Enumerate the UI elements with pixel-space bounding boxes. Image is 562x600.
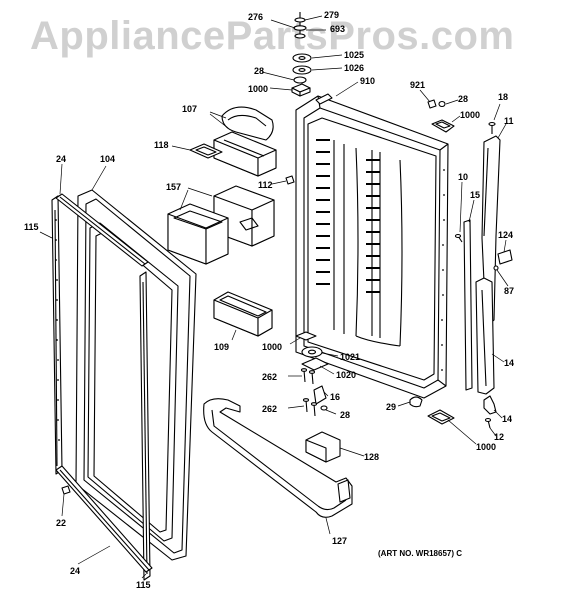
label-24-bottom: 24 — [70, 566, 81, 576]
label-124: 124 — [498, 230, 514, 240]
label-128: 128 — [364, 452, 380, 462]
part-1000-lower-right — [427, 409, 477, 445]
part-87 — [493, 265, 509, 287]
dairy-compartment-107 — [213, 131, 277, 177]
dairy-door-107 — [209, 106, 274, 141]
strip-dots-left — [55, 219, 60, 441]
screw-12 — [484, 417, 497, 437]
label-18: 18 — [498, 92, 509, 102]
label-1020: 1020 — [336, 370, 357, 380]
part-22 — [61, 485, 71, 495]
part-921 — [419, 89, 437, 109]
hinge-bushing-1000 — [291, 83, 311, 97]
label-276: 276 — [248, 12, 264, 22]
door-shelf-127 — [203, 398, 353, 535]
left-leader-lines — [39, 163, 147, 579]
part-118 — [171, 143, 223, 159]
strip-15 — [463, 199, 475, 391]
label-14-b: 14 — [502, 414, 513, 424]
part-1000-top-right — [431, 115, 461, 133]
label-11: 11 — [504, 116, 514, 126]
label-1021: 1021 — [340, 352, 361, 362]
label-112: 112 — [258, 180, 273, 190]
hinge-bracket-11 — [481, 123, 507, 327]
label-921: 921 — [410, 80, 426, 90]
label-107: 107 — [182, 104, 198, 114]
label-28-top-right: 28 — [458, 94, 469, 104]
label-1000-lower: 1000 — [262, 342, 283, 352]
hinge-washer-1026 — [292, 65, 312, 75]
label-910: 910 — [360, 76, 376, 86]
label-14-a: 14 — [504, 358, 515, 368]
label-28-top: 28 — [254, 66, 265, 76]
label-118: 118 — [154, 140, 169, 150]
part-124 — [497, 239, 513, 265]
art-number-note: (ART NO. WR18657) C — [378, 549, 463, 558]
label-28-lower: 28 — [340, 410, 351, 420]
label-22: 22 — [56, 518, 67, 528]
hinge-cap-28 — [293, 76, 307, 84]
label-157: 157 — [166, 182, 182, 192]
hinge-washer-1025 — [292, 53, 312, 63]
screws-262-a — [288, 368, 316, 385]
label-109: 109 — [214, 342, 230, 352]
bin-109 — [213, 291, 273, 341]
label-1000-lower-right: 1000 — [476, 442, 497, 452]
cap-28-lower — [320, 405, 337, 415]
bracket-14 — [475, 277, 505, 395]
part-28-top-right — [438, 99, 459, 108]
label-1025: 1025 — [344, 50, 365, 60]
screws-262-b — [287, 398, 318, 417]
label-262-b: 262 — [262, 404, 278, 414]
label-693: 693 — [330, 24, 346, 34]
label-127: 127 — [332, 536, 348, 546]
liner-edge-dots — [441, 169, 445, 371]
label-1000-top: 1000 — [248, 84, 269, 94]
label-15: 15 — [470, 190, 481, 200]
screw-10 — [454, 181, 463, 243]
door-strip-24-top — [55, 193, 149, 267]
part-1021 — [301, 346, 339, 358]
hinge-pin-276 — [293, 12, 307, 39]
part-1000-lower-left — [289, 331, 317, 345]
part-29 — [397, 396, 423, 408]
bracket-14-lower — [483, 395, 503, 419]
door-strip-115-right — [139, 271, 151, 581]
part-112 — [271, 175, 295, 185]
label-115-top: 115 — [24, 222, 39, 232]
label-29: 29 — [386, 402, 397, 412]
watermark: AppliancePartsPros.com — [30, 14, 515, 58]
door-liner-910 — [295, 93, 449, 399]
liner-rail-ticks-left — [316, 139, 330, 285]
door-strip-115-left — [51, 195, 63, 475]
label-104: 104 — [100, 154, 116, 164]
bin-157-front — [167, 203, 229, 265]
label-16: 16 — [330, 392, 341, 402]
label-115-bottom: 115 — [136, 580, 151, 590]
label-12: 12 — [494, 432, 505, 442]
bin-157-leader — [179, 187, 213, 211]
part-128 — [305, 431, 365, 463]
label-262-a: 262 — [262, 372, 278, 382]
label-279: 279 — [324, 10, 340, 20]
label-1026: 1026 — [344, 63, 365, 73]
screw-18 — [488, 103, 501, 134]
hinge-16 — [313, 385, 329, 405]
door-strip-24-bottom — [55, 465, 153, 573]
part-1020 — [301, 357, 335, 375]
label-24-top: 24 — [56, 154, 67, 164]
label-1000-top-right: 1000 — [460, 110, 481, 120]
liner-rail-ticks-right — [366, 159, 380, 293]
label-87: 87 — [504, 286, 515, 296]
hinge-leader-lines — [261, 15, 359, 97]
label-10: 10 — [458, 172, 469, 182]
